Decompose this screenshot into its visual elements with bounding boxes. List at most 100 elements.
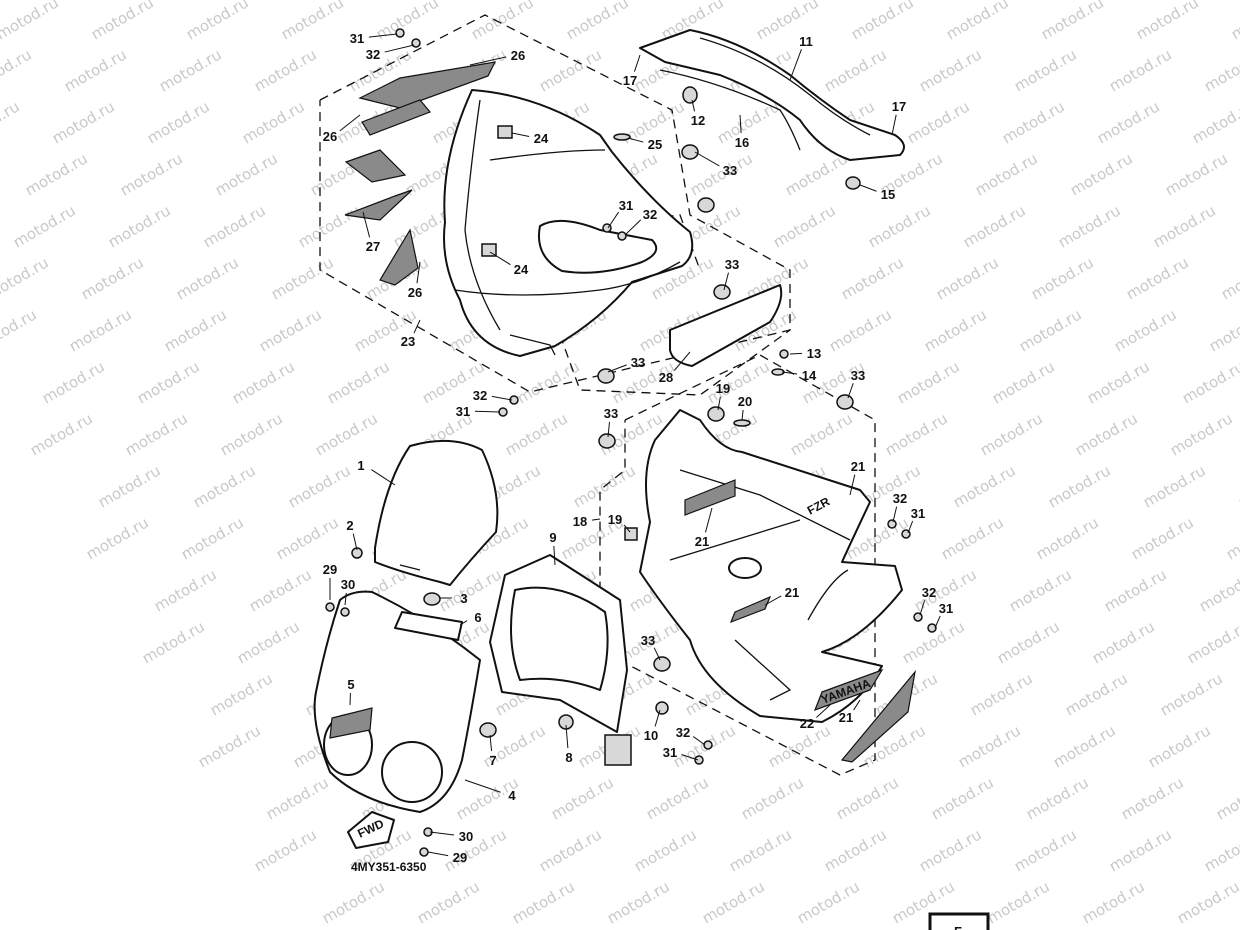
part-number-callout: 14 [802,368,817,383]
watermark-text: motod.ru [794,877,863,927]
leader-line [816,704,831,718]
watermark-text: motod.ru [1235,461,1240,511]
watermark-text: motod.ru [994,617,1063,667]
part-number-callout: 17 [623,73,637,88]
part-number-callout: 33 [631,355,645,370]
watermark-text: motod.ru [631,825,700,875]
part-number-callout: 8 [565,750,572,765]
drawing-code: 4MY351-6350 [351,860,427,874]
watermark-text: motod.ru [989,357,1058,407]
part-number-callout: 33 [725,257,739,272]
watermark-text: motod.ru [10,201,79,251]
leader-line [853,699,861,711]
front-cowl-part-4 [313,590,481,813]
part-number-callout: 32 [643,207,657,222]
leader-line [491,395,513,401]
watermark-text: motod.ru [1118,773,1187,823]
decal-21-a [684,479,736,516]
watermark-text: motod.ru [1123,253,1192,303]
part-number-callout: 19 [716,381,730,396]
watermark-text: motod.ru [105,201,174,251]
watermark-text: motod.ru [319,877,388,927]
watermark-text: motod.ru [0,305,40,355]
part-number-callout: 1 [357,458,364,473]
watermark-text: motod.ru [183,0,252,43]
part-number-callout: 31 [350,31,364,46]
watermark-text: motod.ru [1189,97,1240,147]
watermark-text: motod.ru [61,45,130,95]
watermark-text: motod.ru [943,0,1012,43]
leader-line [368,33,398,38]
leader-line [691,99,696,112]
watermark-text: motod.ru [904,97,973,147]
watermark-text: motod.ru [738,773,807,823]
watermark-text: motod.ru [726,825,795,875]
watermark-text: motod.ru [1228,0,1240,43]
watermark-text: motod.ru [207,669,276,719]
watermark-text: motod.ru [563,0,632,43]
watermark-text: motod.ru [468,0,537,43]
watermark-text: motod.ru [1162,149,1231,199]
decal-27 [344,189,413,221]
leader-line [849,474,856,496]
leader-line [654,709,661,727]
watermark-text: motod.ru [200,201,269,251]
watermark-text: motod.ru [273,513,342,563]
decal-21-b [729,595,772,624]
page-index-box: F [928,912,990,930]
watermark-text: motod.ru [1133,0,1202,43]
part-number-callout: 21 [839,710,853,725]
watermark-text: motod.ru [1084,357,1153,407]
leader-line [741,409,744,421]
leader-line [653,647,661,661]
watermark-text: motod.ru [787,409,856,459]
leader-line [384,44,415,53]
watermark-text: motod.ru [977,409,1046,459]
watermark-text: motod.ru [955,721,1024,771]
leader-line [623,524,631,533]
watermark-text: motod.ru [1094,97,1163,147]
watermark-text: motod.ru [999,97,1068,147]
watermark-text: motod.ru [699,877,768,927]
part-number-callout: 28 [659,370,673,385]
watermark-text: motod.ru [251,45,320,95]
part-number-callout: 30 [341,577,355,592]
watermark-text: motod.ru [212,149,281,199]
watermark-text: motod.ru [933,253,1002,303]
watermark-text: motod.ru [950,461,1019,511]
leader-line [511,132,530,137]
watermark-text: motod.ru [894,357,963,407]
watermark-text: motod.ru [251,825,320,875]
part-number-callout: 33 [641,633,655,648]
watermark-text: motod.ru [295,201,364,251]
watermark-text: motod.ru [548,773,617,823]
nut-15 [845,176,861,190]
grommet-12 [682,86,698,104]
watermark-text: motod.ru [509,877,578,927]
watermark-text: motod.ru [1016,305,1085,355]
watermark-text: motod.ru [1023,773,1092,823]
part-number-callout: 31 [911,506,925,521]
part-number-callout: 20 [738,394,752,409]
leader-line [591,518,601,521]
watermark-text: motod.ru [134,357,203,407]
watermark-text: motod.ru [1201,825,1240,875]
watermark-text: motod.ru [1045,461,1114,511]
watermark-text: motod.ru [1067,149,1136,199]
watermark-text: motod.ru [1038,0,1107,43]
watermark-text: motod.ru [190,461,259,511]
watermark-text: motod.ru [604,877,673,927]
watermark-text: motod.ru [1184,617,1240,667]
watermark-text: motod.ru [66,305,135,355]
watermark-text: motod.ru [144,97,213,147]
watermark-text: motod.ru [967,669,1036,719]
watermark-text: motod.ru [984,877,1053,927]
part-number-callout: 24 [514,262,529,277]
watermark-text: motod.ru [156,45,225,95]
watermark-text: motod.ru [1006,565,1075,615]
grommet-3 [423,592,441,606]
part-number-callout: 15 [881,187,895,202]
part-number-callout: 23 [401,334,415,349]
watermark-text: motod.ru [256,305,325,355]
part-number-callout: 24 [534,131,549,146]
